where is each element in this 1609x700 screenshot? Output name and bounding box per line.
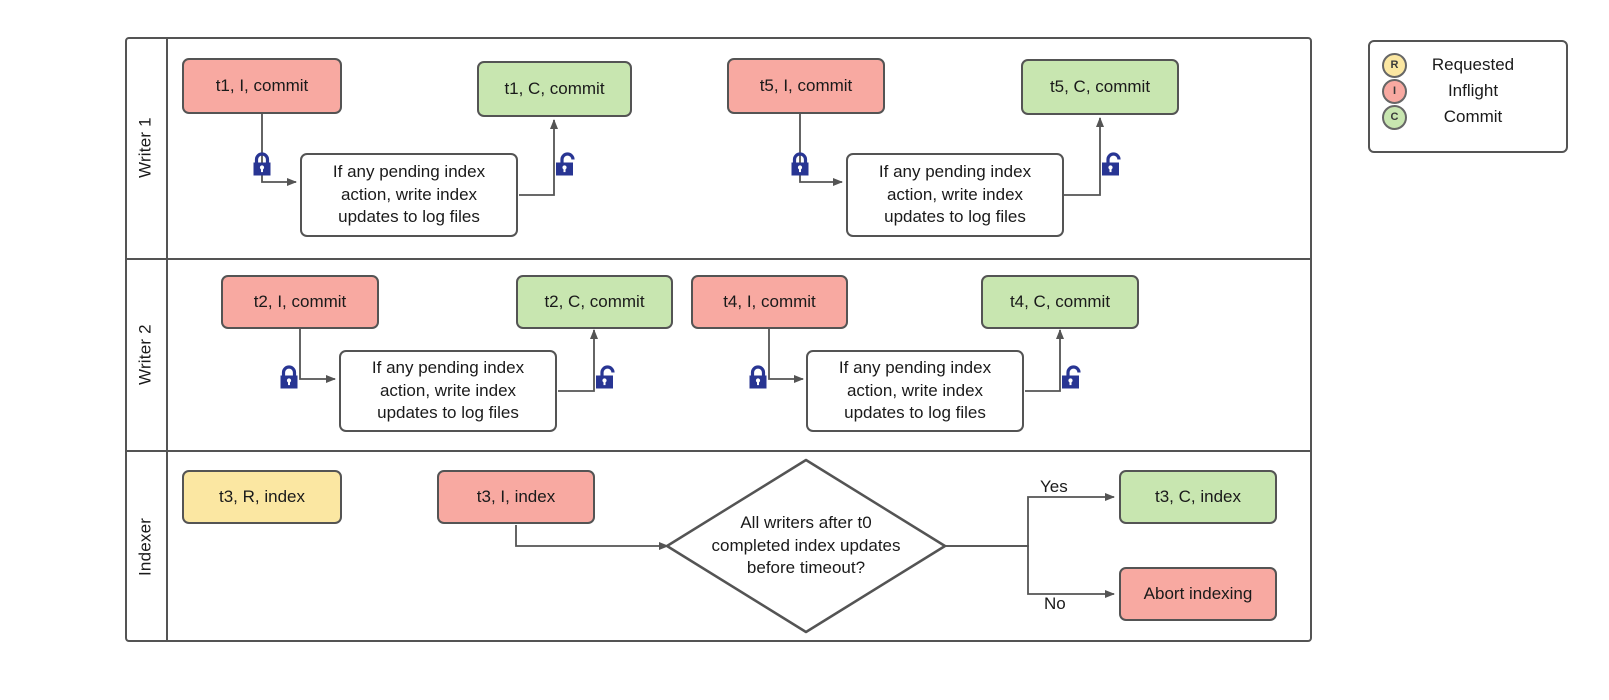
node-t3-inflight-index[interactable]: t3, I, index [437, 470, 595, 524]
node-label: t4, C, commit [1009, 291, 1111, 311]
inflight-badge-icon: I [1382, 78, 1407, 104]
process-write-index-updates-w2b[interactable]: If any pending index action, write index… [806, 350, 1024, 432]
lane-title-writer-1: Writer 1 [125, 37, 166, 258]
legend-badge-letter: I [1392, 85, 1397, 97]
process-line-2: action, write index [379, 380, 517, 400]
legend-item-inflight: I Inflight [1382, 78, 1552, 104]
legend-item-requested: R Requested [1382, 52, 1552, 78]
lane-title-writer-2-label: Writer 2 [135, 324, 155, 386]
node-label: t3, R, index [219, 486, 305, 506]
node-t2-inflight-commit[interactable]: t2, I, commit [221, 275, 379, 329]
process-line-1: If any pending index [878, 162, 1032, 182]
node-label: t2, C, commit [544, 291, 645, 311]
lane-label-separator [166, 37, 168, 642]
node-label: t3, I, index [476, 486, 556, 506]
decision-line-1: All writers after t0 [740, 512, 872, 532]
node-label: t5, I, commit [759, 75, 853, 95]
lock-closed-icon [788, 152, 812, 178]
node-label: t3, C, index [1155, 486, 1241, 506]
commit-badge-icon: C [1382, 104, 1407, 130]
legend-label-commit: Commit [1443, 107, 1503, 126]
process-write-index-updates-w2a[interactable]: If any pending index action, write index… [339, 350, 557, 432]
legend-badge-letter: R [1390, 59, 1399, 71]
lock-closed-icon [277, 365, 301, 391]
lane-title-writer-1-label: Writer 1 [135, 117, 155, 178]
process-line-3: updates to log files [884, 207, 1026, 227]
decision-line-2: completed index updates [711, 535, 901, 555]
legend: R Requested I Inflight C Commit [1368, 40, 1568, 153]
lane-title-writer-2: Writer 2 [125, 260, 166, 450]
process-line-3: updates to log files [338, 207, 480, 227]
lock-open-icon [1060, 365, 1086, 391]
node-abort-indexing[interactable]: Abort indexing [1119, 567, 1277, 621]
node-t5-commit-commit[interactable]: t5, C, commit [1021, 59, 1179, 115]
node-t1-inflight-commit[interactable]: t1, I, commit [182, 58, 342, 114]
requested-badge-icon: R [1382, 52, 1407, 78]
node-label: t4, I, commit [723, 291, 816, 311]
process-line-2: action, write index [846, 380, 984, 400]
lock-open-icon [594, 365, 620, 391]
process-line-3: updates to log files [844, 403, 986, 423]
legend-label-requested: Requested [1431, 55, 1515, 74]
lane-divider-2 [125, 450, 1312, 452]
edge-label-no: No [1044, 594, 1066, 613]
node-t4-inflight-commit[interactable]: t4, I, commit [691, 275, 848, 329]
node-label: t5, C, commit [1049, 76, 1151, 96]
process-write-index-updates-w1b[interactable]: If any pending index action, write index… [846, 153, 1064, 237]
process-line-2: action, write index [886, 184, 1024, 204]
legend-item-commit: C Commit [1382, 104, 1552, 130]
legend-label-inflight: Inflight [1447, 81, 1499, 100]
node-t2-commit-commit[interactable]: t2, C, commit [516, 275, 673, 329]
node-t3-requested-index[interactable]: t3, R, index [182, 470, 342, 524]
legend-badge-letter: C [1390, 111, 1399, 123]
node-t5-inflight-commit[interactable]: t5, I, commit [727, 58, 885, 114]
decision-line-3: before timeout? [746, 558, 866, 578]
lane-divider-1 [125, 258, 1312, 260]
lane-title-indexer-label: Indexer [135, 517, 155, 577]
node-t3-commit-index[interactable]: t3, C, index [1119, 470, 1277, 524]
node-t1-commit-commit[interactable]: t1, C, commit [477, 61, 632, 117]
node-label: t1, C, commit [504, 78, 605, 98]
lock-closed-icon [746, 365, 770, 391]
lock-open-icon [554, 152, 580, 178]
lane-title-indexer: Indexer [125, 452, 166, 642]
process-line-1: If any pending index [332, 162, 486, 182]
node-label: t1, I, commit [215, 75, 309, 95]
edge-label-yes: Yes [1040, 477, 1068, 496]
node-label: t2, I, commit [253, 291, 347, 311]
node-label: Abort indexing [1143, 583, 1253, 603]
process-line-1: If any pending index [838, 358, 992, 378]
lock-closed-icon [250, 152, 274, 178]
node-t4-commit-commit[interactable]: t4, C, commit [981, 275, 1139, 329]
process-line-3: updates to log files [377, 403, 519, 423]
process-line-2: action, write index [340, 184, 478, 204]
process-line-1: If any pending index [371, 358, 525, 378]
lock-open-icon [1100, 152, 1126, 178]
process-write-index-updates-w1a[interactable]: If any pending index action, write index… [300, 153, 518, 237]
decision-diamond[interactable]: All writers after t0 completed index upd… [667, 460, 945, 632]
